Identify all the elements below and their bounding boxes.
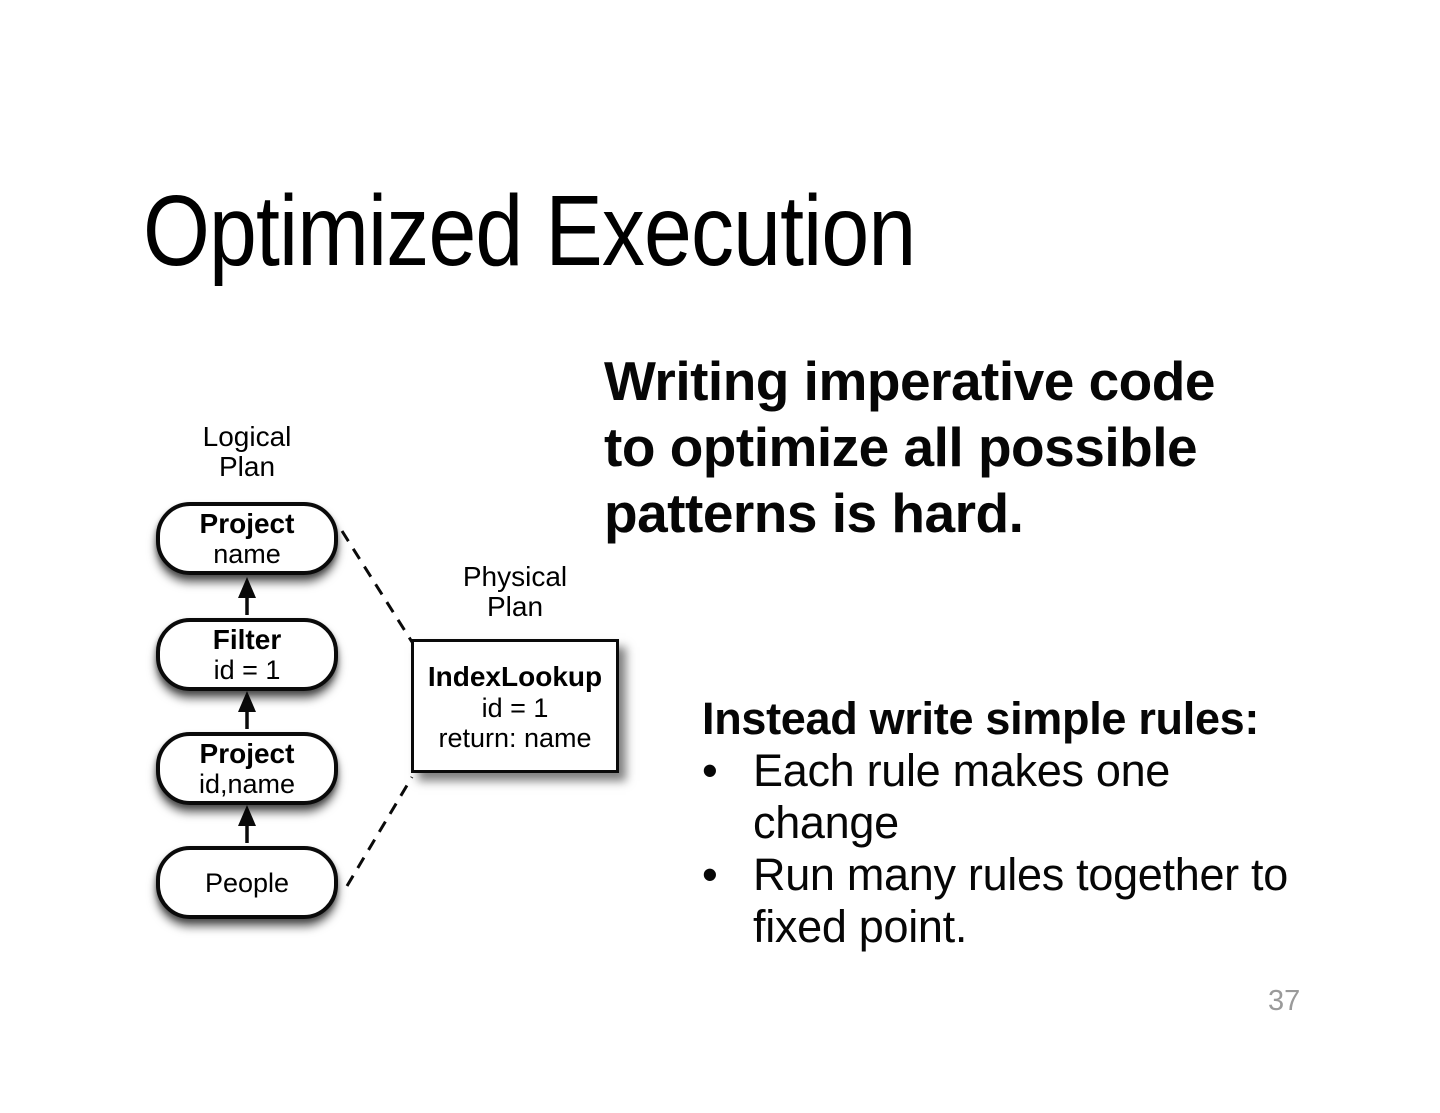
physical-plan-label: Physical Plan [415,562,615,622]
physical-plan-label-line1: Physical [462,561,568,592]
node-title: Project [199,507,295,539]
page-number: 37 [1268,985,1301,1017]
logical-plan-node-people: People [156,846,338,919]
logical-plan-node-project-id-name: Project id,name [156,732,338,805]
node-title: Project [199,737,295,769]
physical-plan-label-line2: Plan [486,591,544,622]
dashed-connector-top [340,530,414,643]
rule-bullet-item: • Run many rules together to fixed point… [702,849,1322,953]
logical-plan-label: Logical Plan [147,422,347,482]
logical-plan-label-line1: Logical [202,421,292,452]
rule-bullet-text: Run many rules together to fixed point. [753,849,1288,952]
physical-plan-node-indexlookup: IndexLookup id = 1 return: name [411,639,619,773]
bullet-icon: • [702,745,718,796]
up-arrow-head-3 [238,805,256,826]
node-title: People [204,867,290,898]
rules-block: Instead write simple rules: • Each rule … [702,693,1322,953]
rules-intro: Instead write simple rules: [702,693,1260,744]
node-title: IndexLookup [427,660,603,692]
node-subtitle: id,name [198,768,296,799]
key-message-text: Writing imperative code to optimize all … [604,350,1215,544]
rule-bullet-text: Each rule makes one change [753,745,1171,848]
node-detail-line: return: name [438,722,592,753]
logical-plan-node-filter: Filter id = 1 [156,618,338,691]
up-arrow-head-2 [238,691,256,712]
dashed-connector-bottom [345,776,414,887]
node-subtitle: id = 1 [213,654,281,685]
node-subtitle: name [213,538,281,569]
logical-plan-node-project-name: Project name [156,502,338,575]
node-title: Filter [212,623,282,655]
rule-bullet-item: • Each rule makes one change [702,745,1322,849]
slide-title: Optimized Execution [143,175,916,287]
bullet-icon: • [702,849,718,900]
up-arrow-head-1 [238,577,256,598]
node-detail-line: id = 1 [481,692,549,723]
logical-plan-label-line2: Plan [218,451,276,482]
